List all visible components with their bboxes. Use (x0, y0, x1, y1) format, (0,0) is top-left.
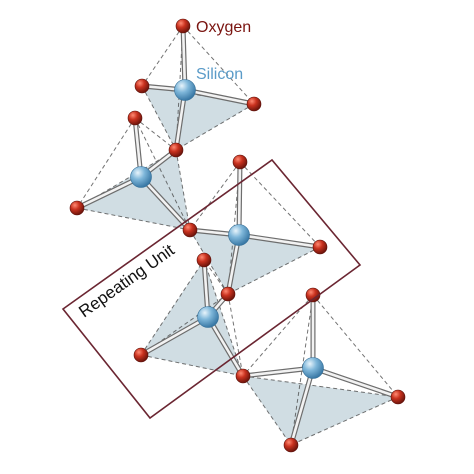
silicon-atom (228, 224, 250, 246)
oxygen-atom (196, 252, 212, 268)
oxygen-atom (220, 286, 236, 302)
repeating-unit-label: Repeating Unit (75, 240, 178, 321)
tetra-4-edge (140, 293, 229, 356)
tetra-face-5 (243, 376, 398, 445)
tetra-2-edge (76, 207, 191, 231)
oxygen-atom (232, 154, 248, 170)
bond (183, 88, 256, 106)
oxygen-atom (246, 96, 262, 112)
repeating-unit-box (61, 158, 362, 420)
tetra-1-edge (141, 85, 177, 151)
bond (139, 315, 210, 357)
bond (237, 160, 242, 237)
silicon-atom (197, 306, 219, 328)
tetra-face-2 (77, 150, 190, 230)
tetra-face-1 (142, 86, 254, 150)
tetra-face-3 (190, 230, 320, 294)
bond (206, 315, 245, 378)
tetra-4-edge (140, 259, 205, 356)
tetra-4-edge (140, 354, 244, 377)
silicon-atom (130, 166, 152, 188)
atoms (69, 18, 406, 453)
oxygen-atom (134, 78, 150, 94)
tetra-3-edge (189, 161, 241, 231)
oxygen-label: Oxygen (196, 19, 251, 36)
bond (289, 366, 315, 447)
tetra-5-edge (242, 375, 292, 446)
oxygen-atom (182, 222, 198, 238)
tetra-5-edge (242, 375, 399, 398)
tetra-2-edge (76, 117, 136, 209)
tetra-face-4 (141, 260, 243, 376)
oxygen-atom (175, 18, 191, 34)
tetra-1-edge (175, 103, 255, 151)
tetra-5-edge (290, 396, 399, 446)
bond (237, 233, 322, 249)
tetra-3-edge (239, 161, 321, 248)
tetrahedron-faces (77, 86, 398, 445)
oxygen-atom (235, 368, 251, 384)
oxygen-atom (312, 239, 328, 255)
tetra-2-edge (134, 117, 177, 151)
silicon-atom (302, 357, 324, 379)
oxygen-atom (127, 110, 143, 126)
tetra-3-edge (227, 246, 321, 295)
tetra-2-edge (76, 149, 177, 209)
tetra-1-edge (182, 25, 255, 105)
bond (311, 366, 400, 399)
oxygen-atom (390, 389, 406, 405)
bond (75, 175, 143, 210)
silicon-label: Silicon (196, 66, 243, 83)
oxygen-atom (133, 347, 149, 363)
tetra-5-edge (290, 294, 314, 446)
bond (241, 366, 315, 378)
oxygen-atom (69, 200, 85, 216)
tetra-1-edge (141, 25, 184, 87)
tetra-4-edge (203, 259, 244, 377)
oxygen-atom (168, 142, 184, 158)
tetra-5-edge (312, 294, 399, 398)
bond (139, 175, 192, 232)
oxygen-atom (283, 437, 299, 453)
silicon-atom (174, 79, 196, 101)
